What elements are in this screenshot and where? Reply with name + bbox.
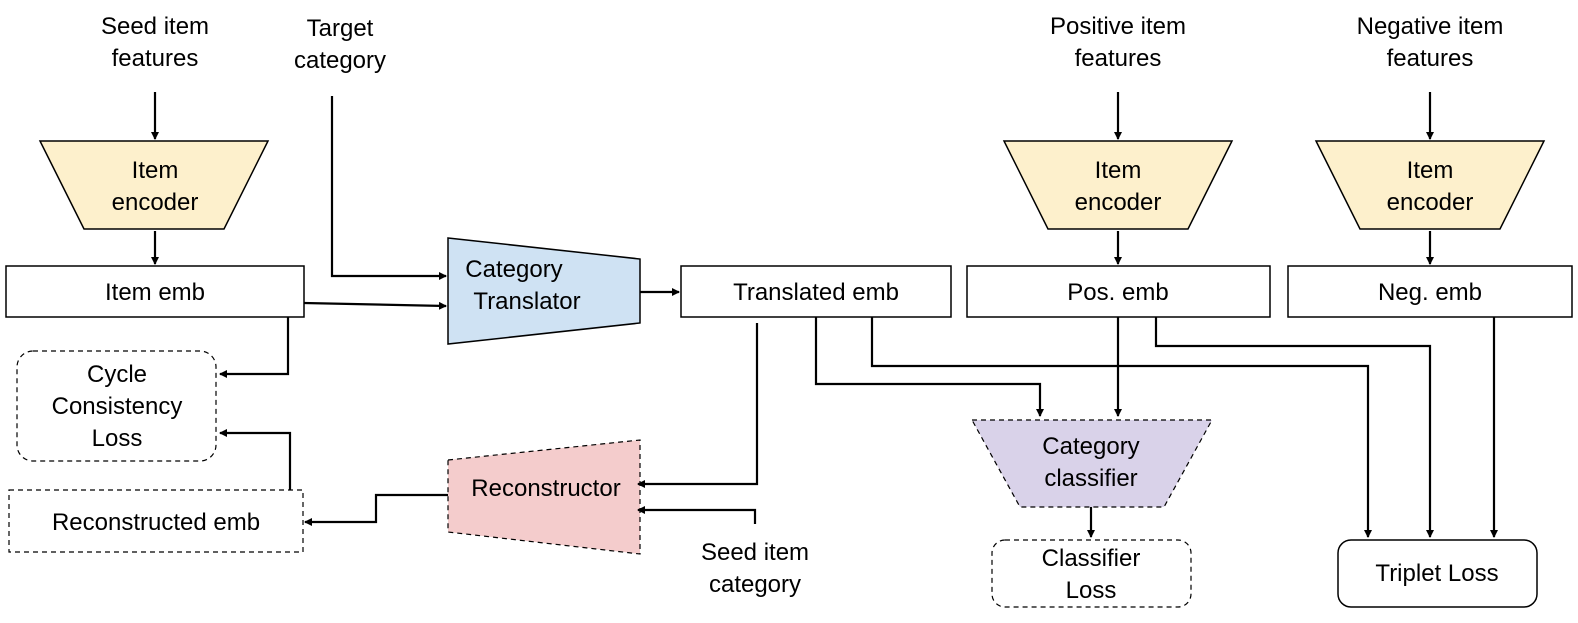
- positive-features-label-line2: features: [1075, 45, 1162, 72]
- arrow-translated-emb-to-reconstructor: [637, 323, 759, 488]
- reconstructor-label: Reconstructor: [471, 475, 620, 502]
- positive-features-label-line1: Positive item: [1050, 13, 1186, 40]
- cycle-consistency-loss-box: [16, 350, 217, 462]
- reconstructed-emb-box: [8, 489, 304, 553]
- arrow-seed-category-to-reconstructor: [637, 506, 757, 524]
- negative-encoder-label-line1: Item: [1407, 157, 1454, 184]
- seed-features-label-line2: features: [112, 45, 199, 72]
- positive-item-encoder: [1002, 140, 1234, 230]
- target-category-label-line1: Target: [307, 15, 374, 42]
- category-classifier: [970, 419, 1214, 508]
- cycle-loss-label-line2: Consistency: [52, 393, 183, 420]
- negative-item-encoder: [1314, 140, 1546, 230]
- arrow-reconstructed-emb-to-cycle-loss: [219, 429, 292, 490]
- positive-emb-label: Pos. emb: [1067, 279, 1168, 306]
- seed-category-label-line2: category: [709, 571, 801, 598]
- seed-item-encoder: [38, 140, 270, 230]
- arrow-reconstructor-to-reconstructed-emb: [304, 493, 448, 526]
- negative-features-label-line2: features: [1387, 45, 1474, 72]
- reconstructed-emb-label: Reconstructed emb: [52, 509, 260, 536]
- negative-emb-box: [1287, 265, 1573, 318]
- negative-encoder-label-line2: encoder: [1387, 189, 1474, 216]
- arrow-item-emb-to-cycle-loss: [219, 317, 290, 378]
- triplet-loss-label: Triplet Loss: [1375, 560, 1498, 587]
- translated-emb-label: Translated emb: [733, 279, 899, 306]
- arrow-translated-emb-to-triplet-loss: [870, 317, 1372, 538]
- cycle-loss-label-line1: Cycle: [87, 361, 147, 388]
- classifier-loss-label-line2: Loss: [1066, 577, 1117, 604]
- seed-encoder-label-line2: encoder: [112, 189, 199, 216]
- cycle-loss-label-line3: Loss: [92, 425, 143, 452]
- reconstructor: [447, 439, 641, 555]
- positive-encoder-label-line2: encoder: [1075, 189, 1162, 216]
- negative-emb-label: Neg. emb: [1378, 279, 1482, 306]
- classifier-label-line1: Category: [1042, 433, 1139, 460]
- category-translator: [447, 237, 641, 345]
- translator-label-line1: Category: [465, 256, 562, 283]
- item-emb-box: [5, 265, 305, 318]
- arrow-translated-emb-to-classifier: [814, 317, 1044, 417]
- connector-arrows: [151, 92, 1498, 538]
- triplet-loss-box: [1337, 539, 1538, 608]
- target-category-label-line2: category: [294, 47, 386, 74]
- arrow-target-category-to-translator: [330, 96, 447, 280]
- positive-emb-box: [966, 265, 1271, 318]
- item-emb-label: Item emb: [105, 279, 205, 306]
- classifier-label-line2: classifier: [1044, 465, 1137, 492]
- classifier-loss-label-line1: Classifier: [1042, 545, 1141, 572]
- arrow-item-emb-to-translator: [303, 301, 447, 310]
- arrow-pos-emb-to-triplet-loss: [1154, 317, 1434, 538]
- seed-features-label-line1: Seed item: [101, 13, 209, 40]
- translator-label-line2: Translator: [473, 288, 580, 315]
- positive-encoder-label-line1: Item: [1095, 157, 1142, 184]
- classifier-loss-box: [991, 539, 1192, 608]
- seed-category-label-line1: Seed item: [701, 539, 809, 566]
- negative-features-label-line1: Negative item: [1357, 13, 1504, 40]
- seed-encoder-label-line1: Item: [132, 157, 179, 184]
